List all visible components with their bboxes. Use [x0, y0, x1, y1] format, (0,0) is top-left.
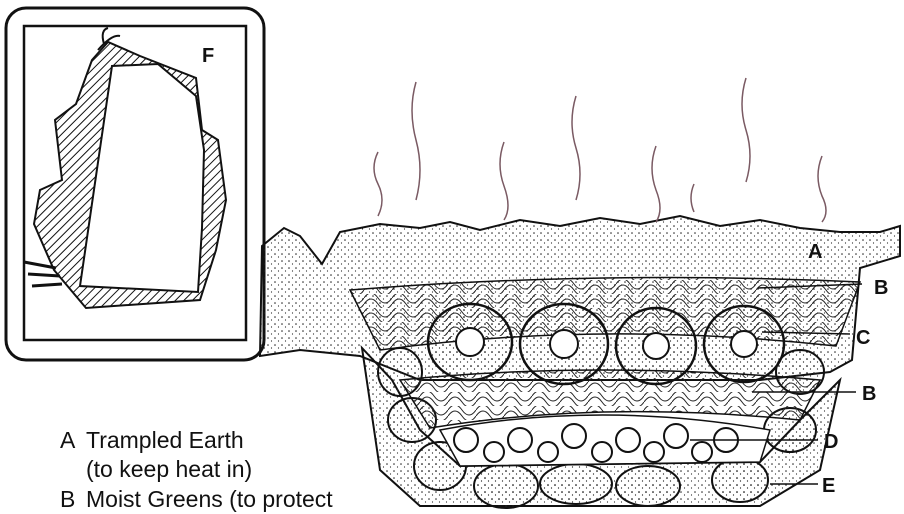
label-f: F: [202, 45, 214, 67]
legend-letter-a: A: [60, 429, 86, 452]
steam-lines: [374, 78, 826, 222]
legend-line-a-cont: (to keep heat in): [60, 458, 252, 481]
legend-letter-b: B: [60, 488, 86, 511]
inset-f-panel: [6, 8, 264, 360]
label-b-upper: B: [874, 277, 888, 299]
label-b-lower: B: [862, 383, 876, 405]
legend-text-a: Trampled Earth: [86, 427, 244, 453]
label-c: C: [856, 327, 870, 349]
label-e: E: [822, 475, 835, 497]
legend-text-b: Moist Greens (to protect: [86, 486, 333, 512]
label-a: A: [808, 241, 822, 263]
legend-text-a-cont: (to keep heat in): [86, 456, 252, 482]
label-d: D: [824, 431, 838, 453]
